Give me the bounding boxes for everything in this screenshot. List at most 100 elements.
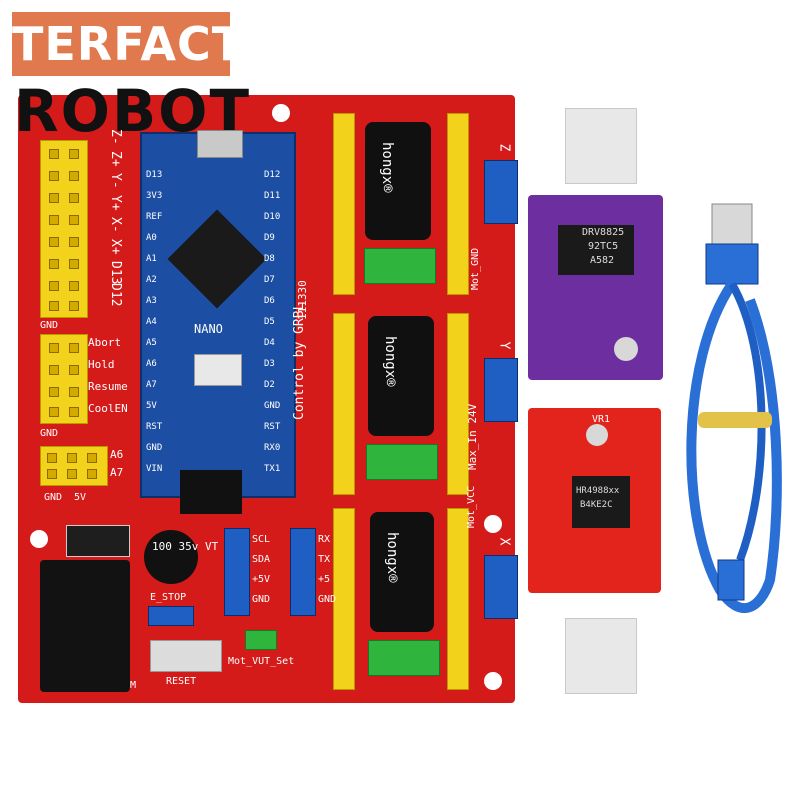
nano-pin-label: A7 <box>146 380 157 390</box>
control-text: Control by GRBL <box>292 302 307 420</box>
nano-pin-label: 3V3 <box>146 191 163 201</box>
analog-label: A6 <box>110 448 124 461</box>
nano-pin-label: GND <box>264 401 281 411</box>
power-label: GND <box>44 492 63 503</box>
capacitor: hongx® <box>368 316 434 436</box>
nano-pin-label: A4 <box>146 317 157 327</box>
microstep-jumpers <box>364 248 436 284</box>
max-in-label: Max_In 24V <box>466 403 479 470</box>
motor-header-z <box>484 160 518 224</box>
jumper-block <box>180 470 242 514</box>
nano-pin-label: D2 <box>264 380 275 390</box>
a4988-chip-text: B4KE2C <box>580 500 613 510</box>
control-label: Hold <box>88 358 115 371</box>
usb-port <box>197 130 243 158</box>
nano-pin-label: D5 <box>264 317 275 327</box>
uart-label: TX <box>318 554 331 565</box>
nano-pin-label: A6 <box>146 359 157 369</box>
nano-pin-label: REF <box>146 212 163 222</box>
nano-pin-label: TX1 <box>264 464 281 474</box>
nano-pin-label: D11 <box>264 191 281 201</box>
nano-label: NANO <box>194 322 223 336</box>
small-capacitor-label: 100 35v VT <box>152 540 219 553</box>
drv8825-chip <box>558 225 634 275</box>
endstop-header <box>40 140 88 318</box>
a4988-driver: VR1 HR4988xx B4KE2C <box>528 408 661 593</box>
mounting-hole <box>272 104 290 122</box>
brand-badge: TERFACT <box>12 12 243 76</box>
reset-label: RESET <box>166 676 197 687</box>
driver-socket-x-left <box>333 508 355 690</box>
analog-label: A7 <box>110 466 124 479</box>
reset-button[interactable] <box>150 640 222 672</box>
mot-vcc-label: Mot_VCC <box>466 485 477 528</box>
i2c-label: GND <box>252 594 271 605</box>
mot-gnd-label: Mot_GND <box>470 247 481 290</box>
uart-label: +5 <box>318 574 331 585</box>
mounting-hole <box>30 530 48 548</box>
nano-pin-label: VIN <box>146 464 163 474</box>
endstop-label: D12 <box>108 283 123 307</box>
nano-pin-label: A5 <box>146 338 157 348</box>
control-label: CoolEN <box>88 402 128 415</box>
uart-header <box>290 528 316 616</box>
nano-pin-label: D9 <box>264 233 275 243</box>
potentiometer[interactable] <box>586 424 608 446</box>
microstep-jumpers <box>366 444 438 480</box>
axis-label: X <box>496 537 512 546</box>
control-label: Abort <box>88 336 122 349</box>
gnd-label: GND <box>40 428 59 439</box>
mot-vout-jumper <box>245 630 277 650</box>
control-header <box>40 334 88 424</box>
drv-chip-text: 92TC5 <box>588 241 619 252</box>
i2c-label: +5V <box>252 574 271 585</box>
nano-pin-label: D4 <box>264 338 275 348</box>
mx-label: M <box>130 680 137 691</box>
motor-header-y <box>484 358 518 422</box>
heatsink-bottom <box>565 618 637 694</box>
potentiometer[interactable] <box>614 337 638 361</box>
axis-label: Y <box>496 341 512 350</box>
driver-socket-y-left <box>333 313 355 495</box>
a4988-chip-text: HR4988xx <box>576 486 620 496</box>
nano-reset-button[interactable] <box>194 354 242 386</box>
gnd-label: GND <box>40 320 59 331</box>
nano-pin-label: D7 <box>264 275 275 285</box>
driver-socket-z-right <box>447 113 469 295</box>
driver-socket-z-left <box>333 113 355 295</box>
serial-text: 111330 <box>296 280 309 320</box>
nano-pin-label: D12 <box>264 170 281 180</box>
i2c-label: SCL <box>252 534 271 545</box>
drv8825-driver: DRV8825 92TC5 A582 <box>528 195 663 380</box>
nano-pin-label: RST <box>264 422 281 432</box>
axis-label: Z <box>496 143 512 152</box>
microstep-jumpers <box>368 640 440 676</box>
mot-vout-label: Mot_VUT_Set <box>228 656 295 667</box>
nano-pin-label: GND <box>146 443 163 453</box>
estop-label: E_STOP <box>150 592 187 603</box>
motor-header-x <box>484 555 518 619</box>
drv-chip-text: DRV8825 <box>582 227 625 238</box>
nano-pin-label: A0 <box>146 233 157 243</box>
nano-pin-label: D3 <box>264 359 275 369</box>
mounting-hole <box>484 672 502 690</box>
analog-header <box>40 446 108 486</box>
a4988-chip <box>572 476 630 528</box>
control-label: Resume <box>88 380 128 393</box>
nano-pin-label: D6 <box>264 296 275 306</box>
driver-socket-y-right <box>447 313 469 495</box>
mounting-hole <box>484 515 502 533</box>
nano-pin-label: A1 <box>146 254 157 264</box>
nano-pin-label: D13 <box>146 170 163 180</box>
nano-pin-label: D10 <box>264 212 281 222</box>
dc-power-jack <box>40 560 130 692</box>
nano-pin-label: RX0 <box>264 443 281 453</box>
capacitor: hongx® <box>365 122 431 240</box>
arduino-nano: NANO D13 3V3 REF A0 A1 A2 A3 A4 A5 A6 A7… <box>140 130 296 498</box>
i2c-label: SDA <box>252 554 271 565</box>
heatsink-top <box>565 108 637 184</box>
nano-pin-label: D8 <box>264 254 275 264</box>
uart-label: GND <box>318 594 337 605</box>
drv-chip-text: A582 <box>590 255 615 266</box>
nano-pin-label: A3 <box>146 296 157 306</box>
